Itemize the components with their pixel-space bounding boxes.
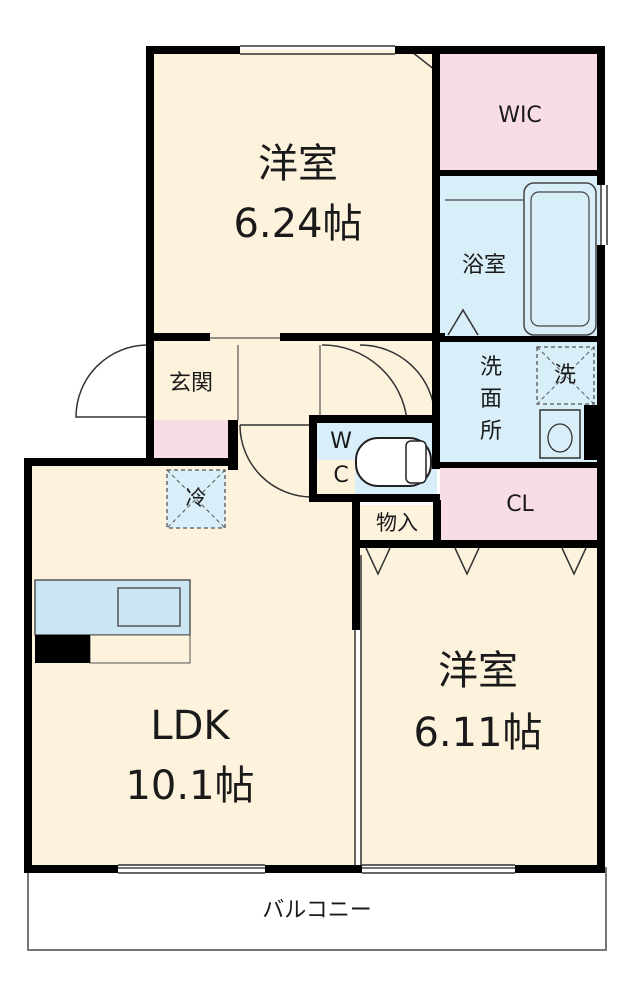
western-room-1-size: 6.24帖 — [233, 201, 363, 247]
closet-label: CL — [506, 492, 534, 517]
western-room-1-name: 洋室 — [258, 141, 338, 187]
balcony-area — [27, 867, 607, 951]
kitchen-counter-base — [89, 634, 191, 664]
washroom-label-1: 洗 — [479, 355, 502, 380]
ldk-name: LDK — [150, 703, 230, 749]
wic-fill — [440, 50, 600, 175]
closet-doors — [365, 547, 391, 576]
ldk-size: 10.1帖 — [125, 763, 255, 809]
western-room-1-fill — [150, 50, 440, 335]
bathroom-label: 浴室 — [461, 253, 506, 278]
closet-fill — [440, 465, 600, 545]
kitchen-sink — [117, 587, 181, 627]
fridge-label: 冷 — [185, 486, 207, 510]
storage-label: 物入 — [376, 511, 418, 535]
walls — [24, 46, 605, 873]
entrance-label: 玄関 — [168, 371, 213, 396]
entrance-fill — [150, 340, 232, 420]
washroom-door-swing — [321, 344, 408, 421]
washroom-label-2: 面 — [479, 387, 502, 412]
entrance-door-swing — [75, 344, 149, 418]
storage-fill — [360, 505, 435, 545]
washroom-label-3: 所 — [479, 419, 502, 444]
western-room-2-size: 6.11帖 — [413, 710, 543, 756]
balcony-label: バルコニー — [262, 898, 372, 923]
western-room-2-fill — [360, 545, 600, 865]
washer-pan — [536, 346, 595, 405]
wash-basin — [539, 409, 581, 459]
wic-label: WIC — [498, 103, 542, 128]
fridge-space — [166, 469, 226, 529]
toilet-label-c: C — [333, 463, 349, 488]
toilet-label-w: W — [330, 429, 352, 454]
hall-door-swing — [239, 424, 313, 498]
western-room-2-name: 洋室 — [438, 648, 518, 694]
washer-label: 洗 — [553, 363, 576, 388]
windows — [118, 45, 608, 874]
bathtub — [523, 182, 597, 336]
entrance-step-fill — [150, 420, 232, 460]
